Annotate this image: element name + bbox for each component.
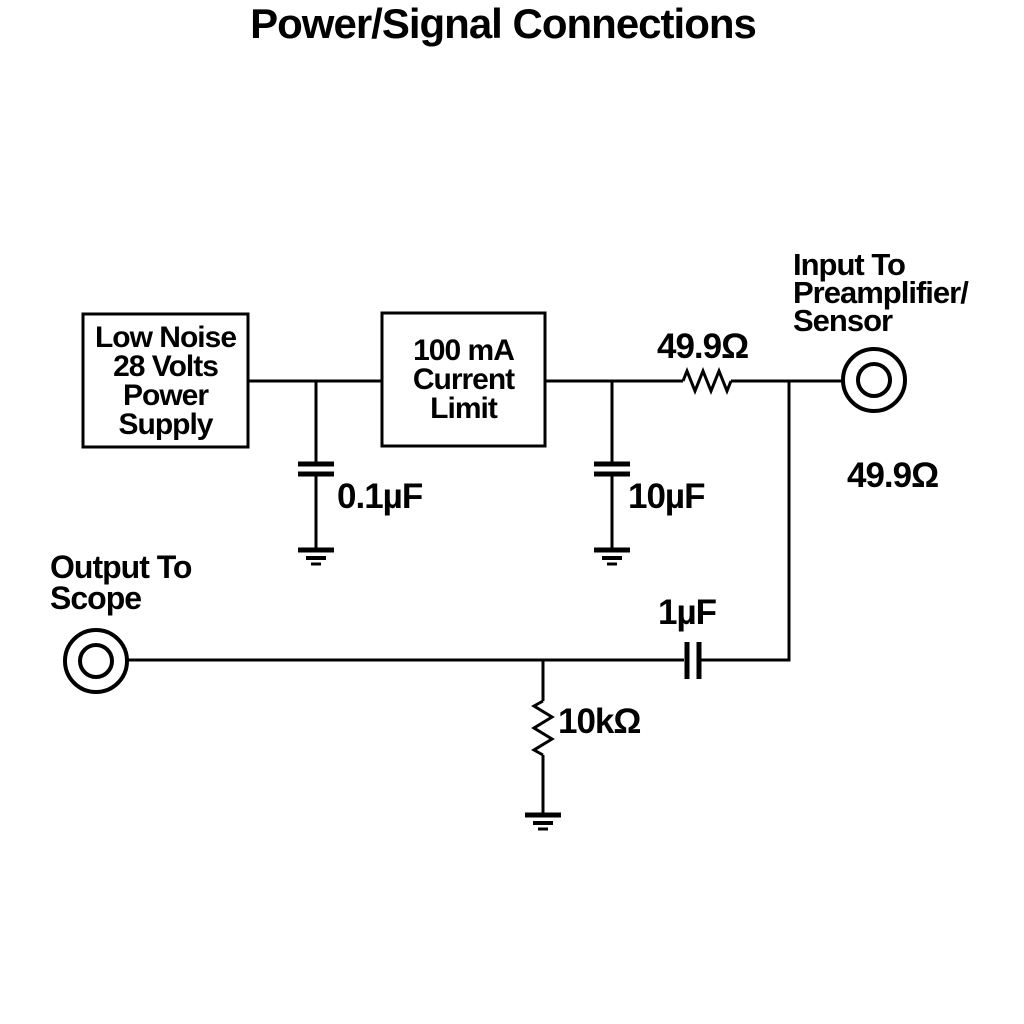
power-supply-label-line: Power xyxy=(122,378,209,412)
supply-capacitor-icon xyxy=(298,381,334,550)
output-connector-label-line: Scope xyxy=(50,580,142,616)
input-connector-icon xyxy=(841,347,907,413)
current-limit-label-line: Limit xyxy=(430,392,498,425)
wires xyxy=(126,379,843,662)
input-connector-label-line: Sensor xyxy=(793,303,893,338)
input-connector-label: Input To Preamplifier/ Sensor xyxy=(793,247,969,338)
ground-icon xyxy=(525,812,561,831)
output-connector-label-line: Output To xyxy=(50,549,192,585)
termination-resistor-value: 49.9Ω xyxy=(847,456,939,495)
power-supply-label: Low Noise 28 Volts Power Supply xyxy=(83,314,248,447)
filter-capacitor-icon xyxy=(594,381,630,550)
series-resistor-value: 49.9Ω xyxy=(657,327,749,366)
current-limit-box xyxy=(380,311,547,448)
output-connector-label: Output To Scope xyxy=(50,549,192,616)
load-resistor-value: 10kΩ xyxy=(558,702,641,741)
ground-icon xyxy=(594,547,630,566)
coupling-capacitor-icon xyxy=(684,642,702,679)
current-limit-label-line: Current xyxy=(412,363,515,396)
input-connector-label-line: Preamplifier/ xyxy=(793,275,969,310)
power-supply-label-line: 28 Volts xyxy=(113,349,219,383)
load-resistor-icon xyxy=(531,660,555,815)
ground-icon xyxy=(298,547,334,566)
coupling-capacitor-value: 1µF xyxy=(658,593,717,632)
power-supply-box xyxy=(81,312,250,449)
series-resistor-icon xyxy=(681,366,733,396)
wire-vertical-feedback xyxy=(701,381,791,662)
supply-capacitor-value: 0.1µF xyxy=(337,477,423,516)
output-connector-icon xyxy=(63,628,129,694)
power-supply-label-line: Low Noise xyxy=(94,320,237,354)
current-limit-label-line: 100 mA xyxy=(413,334,515,367)
current-limit-label: 100 mA Current Limit xyxy=(382,313,545,446)
input-connector-label-line: Input To xyxy=(793,247,906,282)
power-supply-label-line: Supply xyxy=(118,407,213,441)
filter-capacitor-value: 10µF xyxy=(628,477,705,516)
diagram-title: Power/Signal Connections xyxy=(250,0,757,47)
